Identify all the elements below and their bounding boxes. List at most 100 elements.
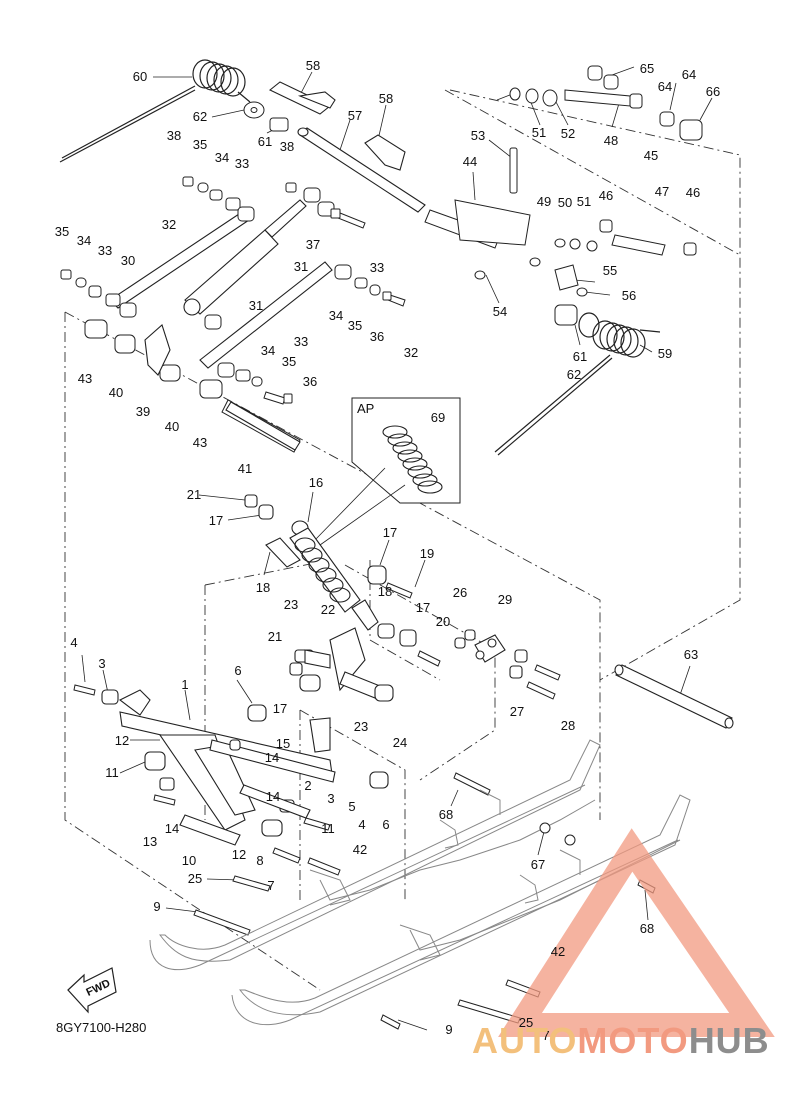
callout-number: 64 [658,79,672,94]
front-arm-1 [101,689,389,846]
callout-number: 14 [265,750,279,765]
fwd-arrow-icon: FWD [67,967,117,1014]
callout-number: 9 [445,1022,452,1037]
callout-number: 19 [420,546,434,561]
callout-number: 5 [348,799,355,814]
callout-number: 3 [98,656,105,671]
callout-number: 60 [133,69,147,84]
slide-rails [149,739,691,1026]
watermark-brand: AUTOMOTOHUB [472,1020,770,1062]
callout-number: 13 [143,834,157,849]
callout-number: 61 [573,349,587,364]
callout-number: 25 [188,871,202,886]
callout-number: 34 [261,343,275,358]
callout-number: 6 [382,817,389,832]
shaft-63 [614,664,734,729]
callout-number: 62 [193,109,207,124]
callout-number: 6 [234,663,241,678]
callout-number: 48 [604,133,618,148]
callout-number: 32 [162,217,176,232]
watermark-logo [498,828,775,1037]
callout-number: 69 [431,410,445,425]
shaft-58-57 [268,81,426,213]
callout-number: 17 [416,600,430,615]
callout-number: 33 [235,156,249,171]
callout-number: 49 [537,194,551,209]
callout-number: 17 [273,701,287,716]
links-32 [109,209,333,369]
torsion-spring-60 [59,59,251,163]
washer-62-top [243,101,289,132]
callout-number: 30 [121,253,135,268]
brand-part-1: AUTO [472,1020,578,1061]
callout-number: 22 [321,602,335,617]
callout-number: 67 [531,857,545,872]
callout-number: 54 [493,304,507,319]
callout-number: 9 [153,899,160,914]
callout-number: 21 [187,487,201,502]
callout-number: 18 [256,580,270,595]
callout-number: 17 [209,513,223,528]
callout-number: 68 [439,807,453,822]
callout-number: 35 [282,354,296,369]
callout-number: 16 [309,475,323,490]
torsion-spring-59 [494,312,661,456]
callout-number: 44 [463,154,477,169]
shock-absorber-30 [183,199,307,316]
callout-number: 33 [370,260,384,275]
callout-number: 46 [686,185,700,200]
callout-number: 11 [105,765,119,780]
callout-number: 35 [193,137,207,152]
bolts [73,208,656,1030]
callout-number: 43 [78,371,92,386]
callout-number: 35 [348,318,362,333]
callout-number: 51 [532,125,546,140]
callout-number: 18 [378,584,392,599]
callout-number: 52 [561,126,575,141]
callout-number: 21 [268,629,282,644]
callout-number: 25 [519,1015,533,1030]
callout-number: 42 [353,842,367,857]
callout-number: 47 [655,184,669,199]
callout-number: 42 [551,944,565,959]
callout-number: 3 [327,791,334,806]
callout-number: 20 [436,614,450,629]
callout-number: 65 [640,61,654,76]
callout-number: 35 [55,224,69,239]
callout-number: 4 [70,635,77,650]
callout-number: 26 [453,585,467,600]
ap-label: AP [357,401,374,416]
callout-number: 1 [181,677,188,692]
callout-number: 33 [294,334,308,349]
callout-number: 8 [256,853,263,868]
callout-number: 55 [603,263,617,278]
callout-number: 28 [561,718,575,733]
brand-part-3: HUB [688,1020,770,1061]
callout-number: 53 [471,128,485,143]
callout-number: 56 [622,288,636,303]
shaft-41 [225,401,301,451]
callout-number: 7 [267,878,274,893]
callout-number: 12 [232,847,246,862]
callout-number: 62 [567,367,581,382]
callout-number: 34 [329,308,343,323]
rear-shock-16 [244,494,417,647]
callout-number: 41 [238,461,252,476]
callout-number: 23 [284,597,298,612]
callout-number: 51 [577,194,591,209]
callout-number: 46 [599,188,613,203]
callout-number: 66 [706,84,720,99]
callout-number: 33 [98,243,112,258]
callout-number: 4 [358,817,365,832]
callout-number: 39 [136,404,150,419]
callout-number: 12 [115,733,129,748]
callout-number: 45 [644,148,658,163]
callout-number: 29 [498,592,512,607]
ap-detail-box [314,397,461,546]
callout-number: 23 [354,719,368,734]
callout-number: 58 [306,58,320,73]
callout-number: 34 [215,150,229,165]
